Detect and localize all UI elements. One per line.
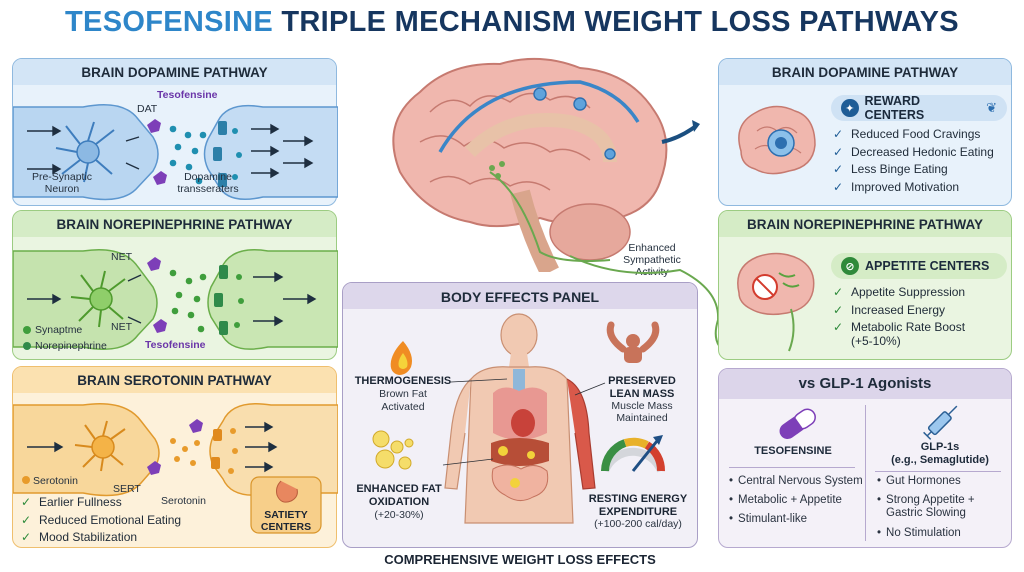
footer-caption: COMPREHENSIVE WEIGHT LOSS EFFECTS xyxy=(384,552,656,567)
list-item: ✓Reduced Food Cravings xyxy=(833,127,981,141)
body-illustration xyxy=(372,313,665,524)
list-item: ✓Mood Stabilization xyxy=(21,530,138,544)
panel-title: BRAIN SEROTONIN PATHWAY xyxy=(77,373,272,388)
list-item: Strong Appetite + Gastric Slowing xyxy=(877,494,1009,520)
list-item: No Stimulation xyxy=(877,527,1009,540)
neuron-icon xyxy=(74,420,126,472)
fat-oxidation-effect: ENHANCED FAT OXIDATION (+20-30%) xyxy=(356,483,442,522)
list-item: ✓Less Binge Eating xyxy=(833,162,948,176)
title-rest: TRIPLE MECHANISM WEIGHT LOSS PATHWAYS xyxy=(273,6,959,38)
brain-illustration xyxy=(392,57,700,272)
list-item: Central Nervous System xyxy=(729,475,863,488)
norepinephrine-synapse-panel: BRAIN NOREPINEPHRINE PATHWAY xyxy=(12,210,338,360)
neuron-cluster xyxy=(533,87,616,160)
tesofensine-label: Tesofensine xyxy=(157,89,218,101)
pill-icon xyxy=(779,408,816,440)
tesofensine-traits-list: Central Nervous System Metabolic + Appet… xyxy=(729,475,863,533)
net-label-top: NET xyxy=(111,251,132,263)
list-item: ✓Reduced Emotional Eating xyxy=(21,512,182,527)
check-icon: ✓ xyxy=(833,127,844,141)
energy-expenditure-effect: RESTING ENERGY EXPENDITURE (+100-200 cal… xyxy=(588,493,688,531)
body-effects-panel: BODY EFFECTS PANEL xyxy=(342,282,698,548)
panel-title: BRAIN DOPAMINE PATHWAY xyxy=(81,65,268,80)
brain-icon xyxy=(738,105,816,175)
brain-icon xyxy=(737,252,815,352)
panel-title: BODY EFFECTS PANEL xyxy=(440,289,600,305)
list-item: ✓Appetite Suppression xyxy=(833,285,966,299)
norepinephrine-synapse-diagram xyxy=(13,249,338,350)
legend-synapse: Synaptme xyxy=(35,324,83,336)
stomach-icon xyxy=(250,476,322,534)
thermogenesis-effect: THERMOGENESIS Brown Fat Activated xyxy=(354,375,452,413)
reward-centers-badge: ✦ REWARD CENTERS ❦ xyxy=(831,94,1007,122)
glp1-comparison-panel: vs GLP-1 Agonists TESOFENSINE GLP-1s(e.g… xyxy=(718,368,1012,548)
serotonin-benefits-list: ✓Earlier Fullness ✓Reduced Emotional Eat… xyxy=(21,495,181,548)
legend-norepinephrine: Norepinephrine xyxy=(35,340,107,352)
panel-title: BRAIN NOREPINEPHRINE PATHWAY xyxy=(746,217,984,232)
brain-icon: ❦ xyxy=(986,100,997,115)
tesofensine-label: Tesofensine xyxy=(145,339,206,351)
check-icon: ✓ xyxy=(833,320,844,334)
list-item: ✓Decreased Hedonic Eating xyxy=(833,144,994,159)
food-no-icon: ⊘ xyxy=(841,257,859,275)
lean-mass-effect: PRESERVED LEAN MASS Muscle Mass Maintain… xyxy=(608,375,676,425)
list-item: ✓Metabolic Rate Boost(+5-10%) xyxy=(833,320,966,348)
legend-serotonin: Serotonin xyxy=(33,475,78,487)
list-item: ✓Increased Energy xyxy=(833,302,946,317)
check-icon: ✓ xyxy=(21,495,32,509)
dopamine-synapse-diagram xyxy=(13,104,338,201)
neuron-icon xyxy=(70,270,126,328)
dat-label: DAT xyxy=(137,103,158,115)
reward-centers-panel: BRAIN DOPAMINE PATHWAY ✦ REWARD CENTERS … xyxy=(718,58,1012,206)
glp1-traits-list: Gut Hormones Strong Appetite + Gastric S… xyxy=(877,475,1009,546)
check-icon: ✓ xyxy=(833,285,844,299)
gauge-icon xyxy=(601,435,665,473)
check-icon: ✓ xyxy=(833,144,844,159)
appetite-centers-badge: ⊘ APPETITE CENTERS xyxy=(831,253,1007,279)
fat-cells xyxy=(372,430,414,470)
reward-benefits-list: ✓Reduced Food Cravings ✓Decreased Hedoni… xyxy=(833,127,994,197)
panel-title: vs GLP-1 Agonists xyxy=(798,375,932,392)
appetite-centers-panel: BRAIN NOREPINEPHRINE PATHWAY ⊘ APPETITE … xyxy=(718,210,1012,360)
panel-title: BRAIN DOPAMINE PATHWAY xyxy=(771,65,959,80)
dopamine-synapse-panel: BRAIN DOPAMINE PATHWAY xyxy=(12,58,338,206)
reward-icon: ✦ xyxy=(841,99,859,117)
divider xyxy=(865,405,866,541)
check-icon: ✓ xyxy=(833,302,844,317)
appetite-benefits-list: ✓Appetite Suppression ✓Increased Energy … xyxy=(833,285,965,348)
page-title: TESOFENSINE TRIPLE MECHANISM WEIGHT LOSS… xyxy=(0,6,1024,39)
tesofensine-column-head: TESOFENSINE xyxy=(754,445,832,457)
check-icon: ✓ xyxy=(833,162,844,176)
list-item: ✓Earlier Fullness xyxy=(21,495,122,509)
muscle-icon xyxy=(606,321,660,363)
serotonin-synapse-panel: BRAIN SEROTONIN PATHWAY xyxy=(12,366,338,548)
serotonin-label: Serotonin xyxy=(161,495,206,507)
syringe-icon xyxy=(923,405,958,440)
list-item: ✓Improved Motivation xyxy=(833,179,960,194)
check-icon: ✓ xyxy=(833,179,844,194)
list-item: Stimulant-like xyxy=(729,513,863,526)
list-item: Metabolic + Appetite xyxy=(729,494,863,507)
panel-title: BRAIN NOREPINEPHRINE PATHWAY xyxy=(56,217,293,232)
serotonin-synapse-diagram xyxy=(13,402,338,534)
flame-icon xyxy=(390,341,412,375)
net-label-bottom: NET xyxy=(111,321,132,333)
list-item: Gut Hormones xyxy=(877,475,1009,488)
glp1-column-head: GLP-1s(e.g., Semaglutide) xyxy=(891,441,989,467)
sert-label: SERT xyxy=(113,483,141,495)
check-icon: ✓ xyxy=(21,530,32,544)
check-icon: ✓ xyxy=(21,512,32,527)
neuron-icon xyxy=(55,121,115,183)
title-drug-name: TESOFENSINE xyxy=(65,6,273,38)
